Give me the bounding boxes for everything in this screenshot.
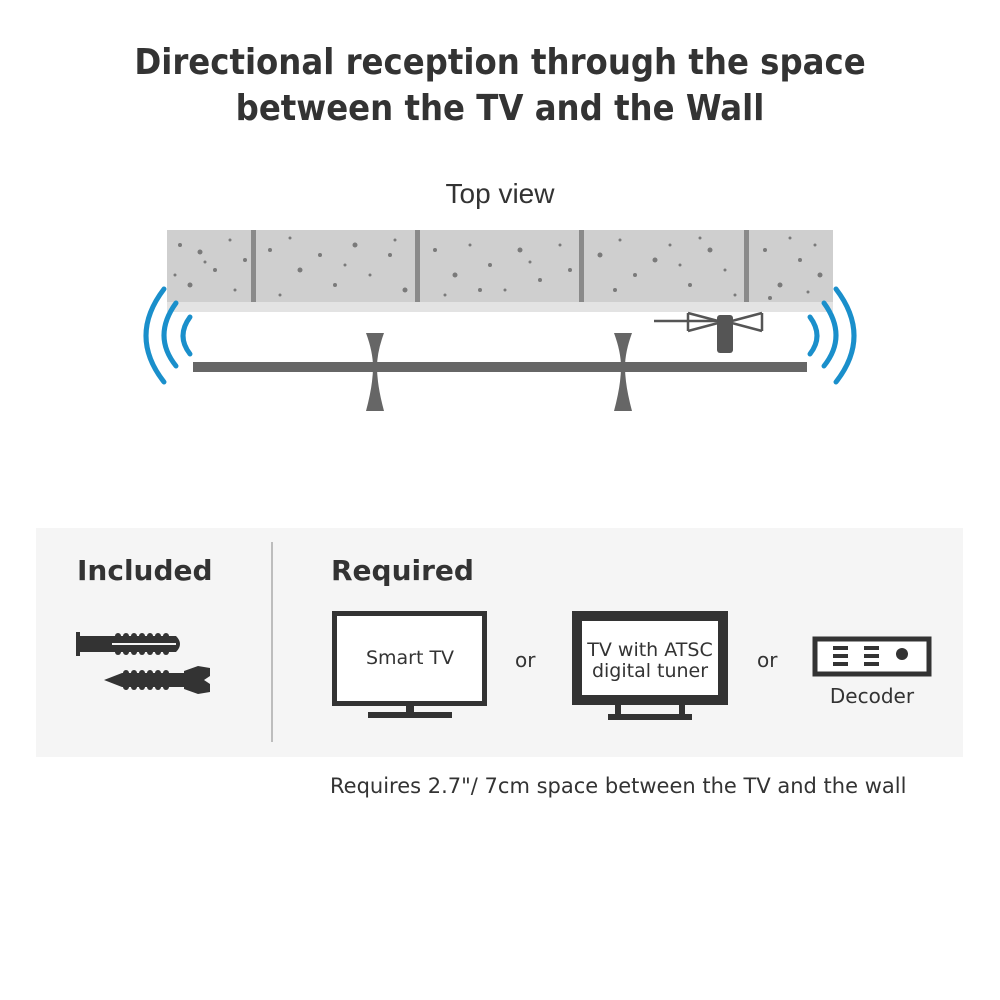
panel-divider — [271, 542, 273, 742]
tv-icon — [332, 611, 487, 718]
required-heading: Required — [331, 554, 474, 587]
wall-anchor-icon — [76, 632, 180, 656]
smart-tv-label: Smart TV — [365, 647, 455, 669]
atsc-tv-label: TV with ATSC digital tuner — [572, 640, 728, 682]
or-separator-1: or — [515, 648, 536, 672]
tv-panel — [193, 362, 807, 372]
antenna — [654, 311, 764, 333]
antenna-body — [717, 315, 733, 353]
decoder-icon — [812, 636, 932, 677]
or-separator-2: or — [757, 648, 778, 672]
tv-thick-icon — [572, 611, 728, 720]
space-requirement-note: Requires 2.7"/ 7cm space between the TV … — [330, 774, 907, 798]
signal-waves-left — [143, 286, 193, 385]
top-view-diagram — [143, 230, 857, 411]
tv-stand-right — [614, 333, 632, 411]
page-title: Directional reception through the space … — [0, 40, 1000, 132]
title-line-2: between the TV and the Wall — [235, 88, 765, 129]
top-view-label: Top view — [445, 178, 555, 209]
included-heading: Included — [77, 554, 213, 587]
decoder-label: Decoder — [829, 684, 915, 708]
signal-waves-right — [807, 286, 857, 385]
screw-icon — [104, 666, 210, 694]
requirements-panel — [36, 528, 963, 757]
title-line-1: Directional reception through the space — [134, 42, 866, 83]
wall — [167, 230, 833, 312]
tv-stand-left — [366, 333, 384, 411]
wall-anchor-and-screw-icon — [76, 632, 210, 694]
atsc-tv-label-line-2: digital tuner — [591, 660, 709, 682]
atsc-tv-label-line-1: TV with ATSC — [587, 639, 713, 661]
